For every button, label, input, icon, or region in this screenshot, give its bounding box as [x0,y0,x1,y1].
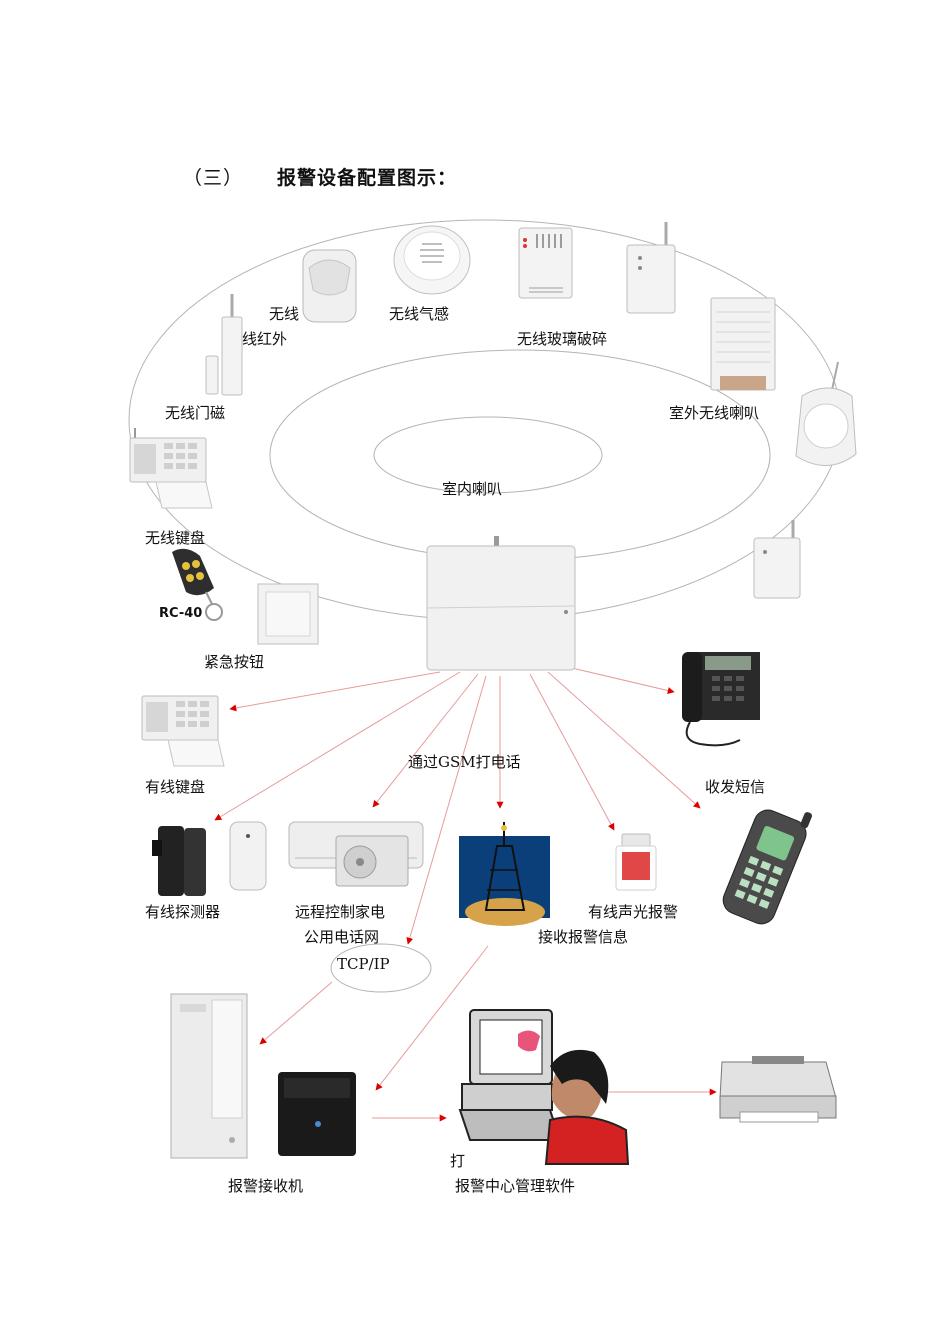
label-alarm-receiver: 报警接收机 [228,1177,304,1195]
label-sms: 收发短信 [705,778,766,796]
tcpip-ring [330,943,432,993]
label-wireless-keypad: 无线键盘 [145,529,206,547]
label-print-partial: 打 [450,1152,466,1170]
arrow-to-phone [571,667,675,694]
label-indoor-siren: 室内喇叭 [442,480,503,498]
strobe-siren-icon [615,833,657,891]
radio-tower-icon [459,822,550,926]
arrow-to-strobe [529,673,615,831]
wireless-door-magnet-icon [205,294,243,396]
section-number: （三） [183,167,244,189]
label-panic-button: 紧急按钮 [204,653,265,671]
arrow-to-remote-appliance [372,673,479,808]
wireless-sensor-icon [753,520,801,599]
inner-ring [373,416,603,494]
label-wireless-door-magnet: 无线门磁 [165,404,226,422]
wireless-transmitter-icon [626,222,676,314]
label-strobe-siren: 有线声光报警 [588,903,679,921]
wireless-glass-break-icon [518,227,573,299]
printer-icon [719,1056,837,1123]
label-wireless-glass-break: 无线玻璃破碎 [517,330,608,348]
label-wireless-infrared-bottom: 线红外 [242,330,288,348]
label-receive-alarm-info: 接收报警信息 [538,928,629,946]
label-wireless-infrared-top: 无线 [269,305,300,323]
label-gsm-call: 通过GSM打电话 [408,753,521,771]
section-heading: （三） 报警设备配置图示： [183,163,457,190]
wired-keypad-icon [141,695,225,767]
middle-ring [269,349,771,561]
control-panel-icon [426,536,576,671]
label-center-software: 报警中心管理软件 [455,1177,576,1195]
wired-detector-icon [152,821,267,896]
label-wireless-gas: 无线气感 [389,305,450,323]
mobile-phone-icon [722,809,812,925]
label-wired-detector: 有线探测器 [145,903,221,921]
remote-fob-icon [172,548,223,621]
alarm-receiver-icon [278,1072,356,1156]
arrow-tower-to-receiver [375,945,489,1091]
label-wired-keypad: 有线键盘 [145,778,206,796]
indoor-siren-icon [795,361,857,466]
label-tcpip: TCP/IP [337,955,390,973]
outdoor-siren-icon [710,297,776,391]
arrow-tcpip-to-receiver [259,981,333,1045]
label-remote-model: RC-40 [159,606,203,621]
pc-tower-icon [170,993,248,1159]
arrow-to-wired-detector [214,671,461,821]
air-conditioner-icon [288,821,424,887]
desk-phone-icon [682,652,760,747]
label-outdoor-siren: 室外无线喇叭 [669,404,760,422]
panic-button-icon [257,583,319,645]
operator-computer-icon [458,1009,630,1165]
section-title: 报警设备配置图示： [277,167,458,189]
wireless-keypad-icon [129,428,213,509]
label-pstn: 公用电话网 [304,928,380,946]
wireless-pir-icon [302,249,357,323]
arrow-to-pstn [406,675,487,945]
label-remote-appliance: 远程控制家电 [295,903,386,921]
arrow-to-mobile [547,671,701,809]
wireless-gas-icon [393,225,471,295]
arrow-to-wired-keypad [229,671,441,712]
